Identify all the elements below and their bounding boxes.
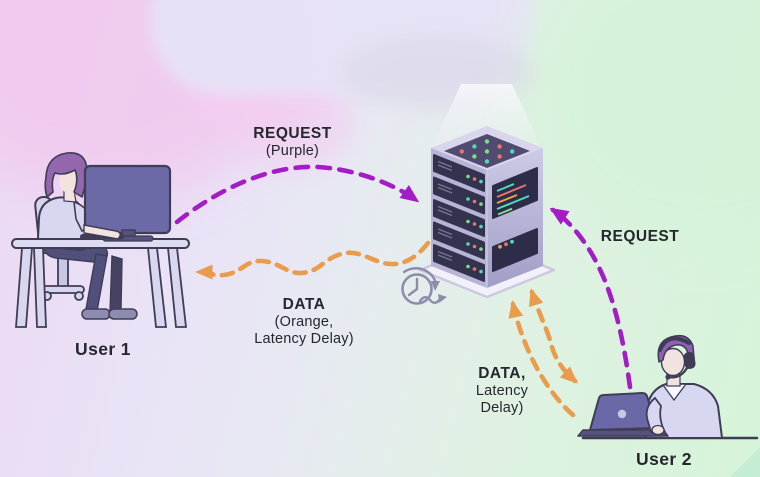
data-arrow-server-user2-bidirectional [528, 288, 578, 384]
label-user2: User 2 [614, 449, 714, 470]
user2-hand [651, 424, 665, 436]
data-arrow-user2-to-server [508, 300, 576, 418]
latency-clock-icon [401, 267, 447, 305]
arrows [174, 164, 633, 418]
label-data-left-sub1: (Orange, [274, 314, 334, 331]
label-request-right: REQUEST [590, 228, 690, 246]
server-lights [437, 160, 483, 274]
server-rack-slats [433, 154, 485, 282]
headset-icon [658, 336, 696, 380]
request-arrow-user2-to-server [549, 207, 633, 390]
request-arrow-user1-to-server [174, 164, 420, 225]
label-data-left-title: DATA [282, 296, 326, 313]
server-top-lights [459, 139, 515, 164]
label-request-left-sub: (Purple) [265, 143, 320, 160]
data-arrow-server-to-user1 [195, 240, 431, 280]
label-data-right: DATA, Latency Delay) [447, 365, 557, 418]
user2-illustration [577, 334, 759, 440]
light-beam [432, 84, 541, 147]
laptop-icon [577, 392, 669, 437]
label-request-left: REQUEST (Purple) [225, 125, 360, 160]
server-side-panels [492, 167, 538, 272]
server-illustration [418, 84, 556, 299]
label-data-left-sub2: Latency Delay) [254, 331, 354, 348]
user1-illustration [11, 152, 190, 328]
label-data-right-title: DATA, [478, 365, 526, 382]
label-data-left: DATA (Orange, Latency Delay) [219, 296, 389, 349]
label-user1: User 1 [53, 339, 153, 360]
user1-caption: User 1 [75, 339, 131, 359]
label-data-right-sub1: Latency [475, 383, 529, 400]
label-data-right-sub2: Delay) [480, 400, 524, 417]
user2-caption: User 2 [636, 449, 692, 469]
label-request-right-title: REQUEST [600, 228, 680, 245]
label-request-left-title: REQUEST [253, 125, 332, 142]
user1-forearm [83, 224, 121, 240]
